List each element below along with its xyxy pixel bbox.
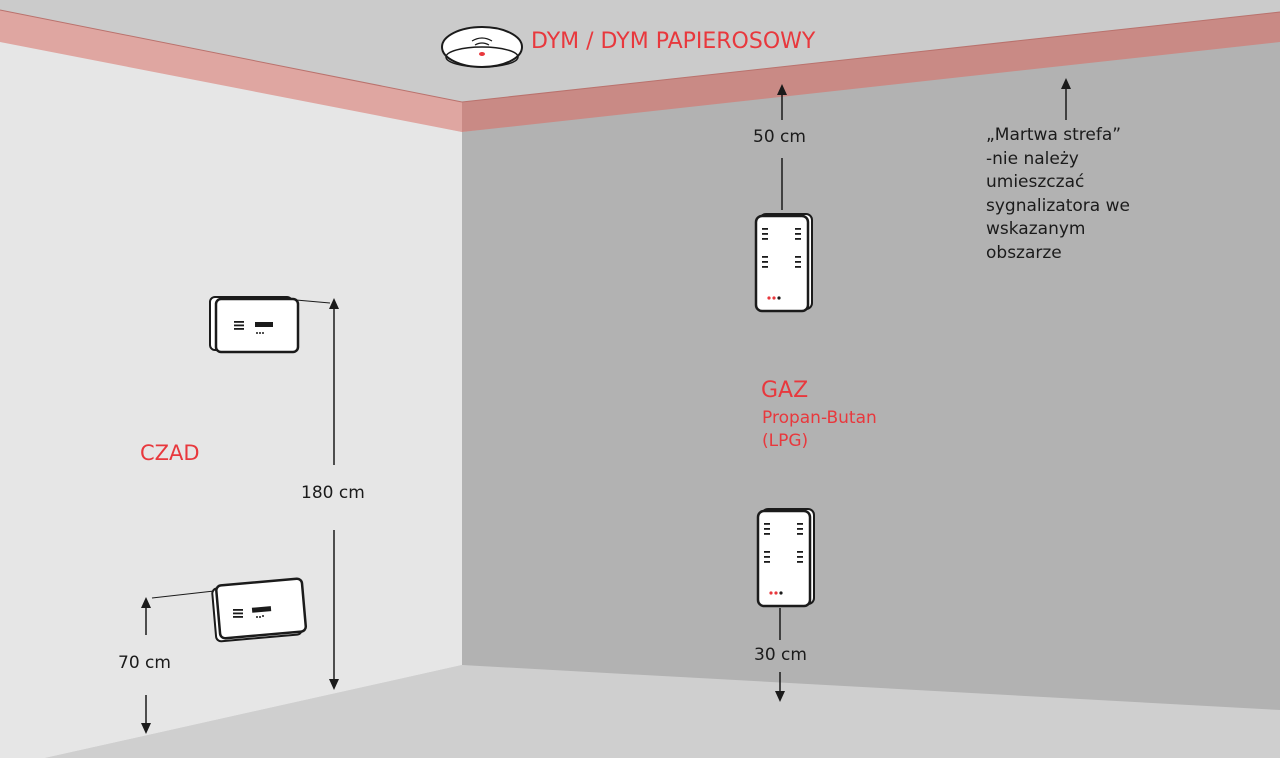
gas-bottom-clearance-arrow (775, 608, 785, 702)
gas-title: GAZ (761, 378, 809, 403)
gas-top-clearance-label: 50 cm (753, 127, 806, 147)
dead-zone-note-line: obszarze (986, 242, 1062, 263)
gas-type-line2: (LPG) (762, 431, 809, 451)
dead-zone-note-line: „Martwa strefa” (986, 125, 1122, 145)
left-wall (0, 36, 462, 758)
co-label: CZAD (140, 441, 200, 465)
right-wall (462, 32, 1280, 758)
gas-type-line1: Propan-Butan (762, 408, 877, 428)
smoke-detector-icon (441, 26, 523, 68)
gas-detector-lower-icon (756, 508, 815, 608)
dead-zone-arrow (1061, 78, 1071, 120)
crown-molding-left (0, 10, 462, 132)
floor (45, 665, 1280, 758)
dead-zone-note-line: -nie należy (986, 148, 1079, 169)
dead-zone-note-line: umieszczać (986, 172, 1085, 192)
co-detector-lower-icon (211, 577, 308, 643)
co-upper-height-arrow (329, 298, 339, 690)
co-lower-height-arrow (141, 597, 151, 734)
co-upper-height-label: 180 cm (301, 483, 365, 503)
crown-molding-right (462, 12, 1280, 132)
co-detector-upper-icon (209, 296, 300, 354)
gas-bottom-clearance-label: 30 cm (754, 645, 807, 665)
gas-top-clearance-arrow (777, 84, 787, 210)
dead-zone-note: „Martwa strefa” -nie należy umieszczać s… (986, 124, 1156, 265)
gas-detector-upper-icon (754, 213, 813, 313)
smoke-label: DYM / DYM PAPIEROSOWY (531, 29, 816, 54)
co-lower-height-label: 70 cm (118, 653, 171, 673)
dead-zone-note-line: wskazanym (986, 219, 1086, 239)
dead-zone-note-line: sygnalizatora we (986, 195, 1130, 216)
